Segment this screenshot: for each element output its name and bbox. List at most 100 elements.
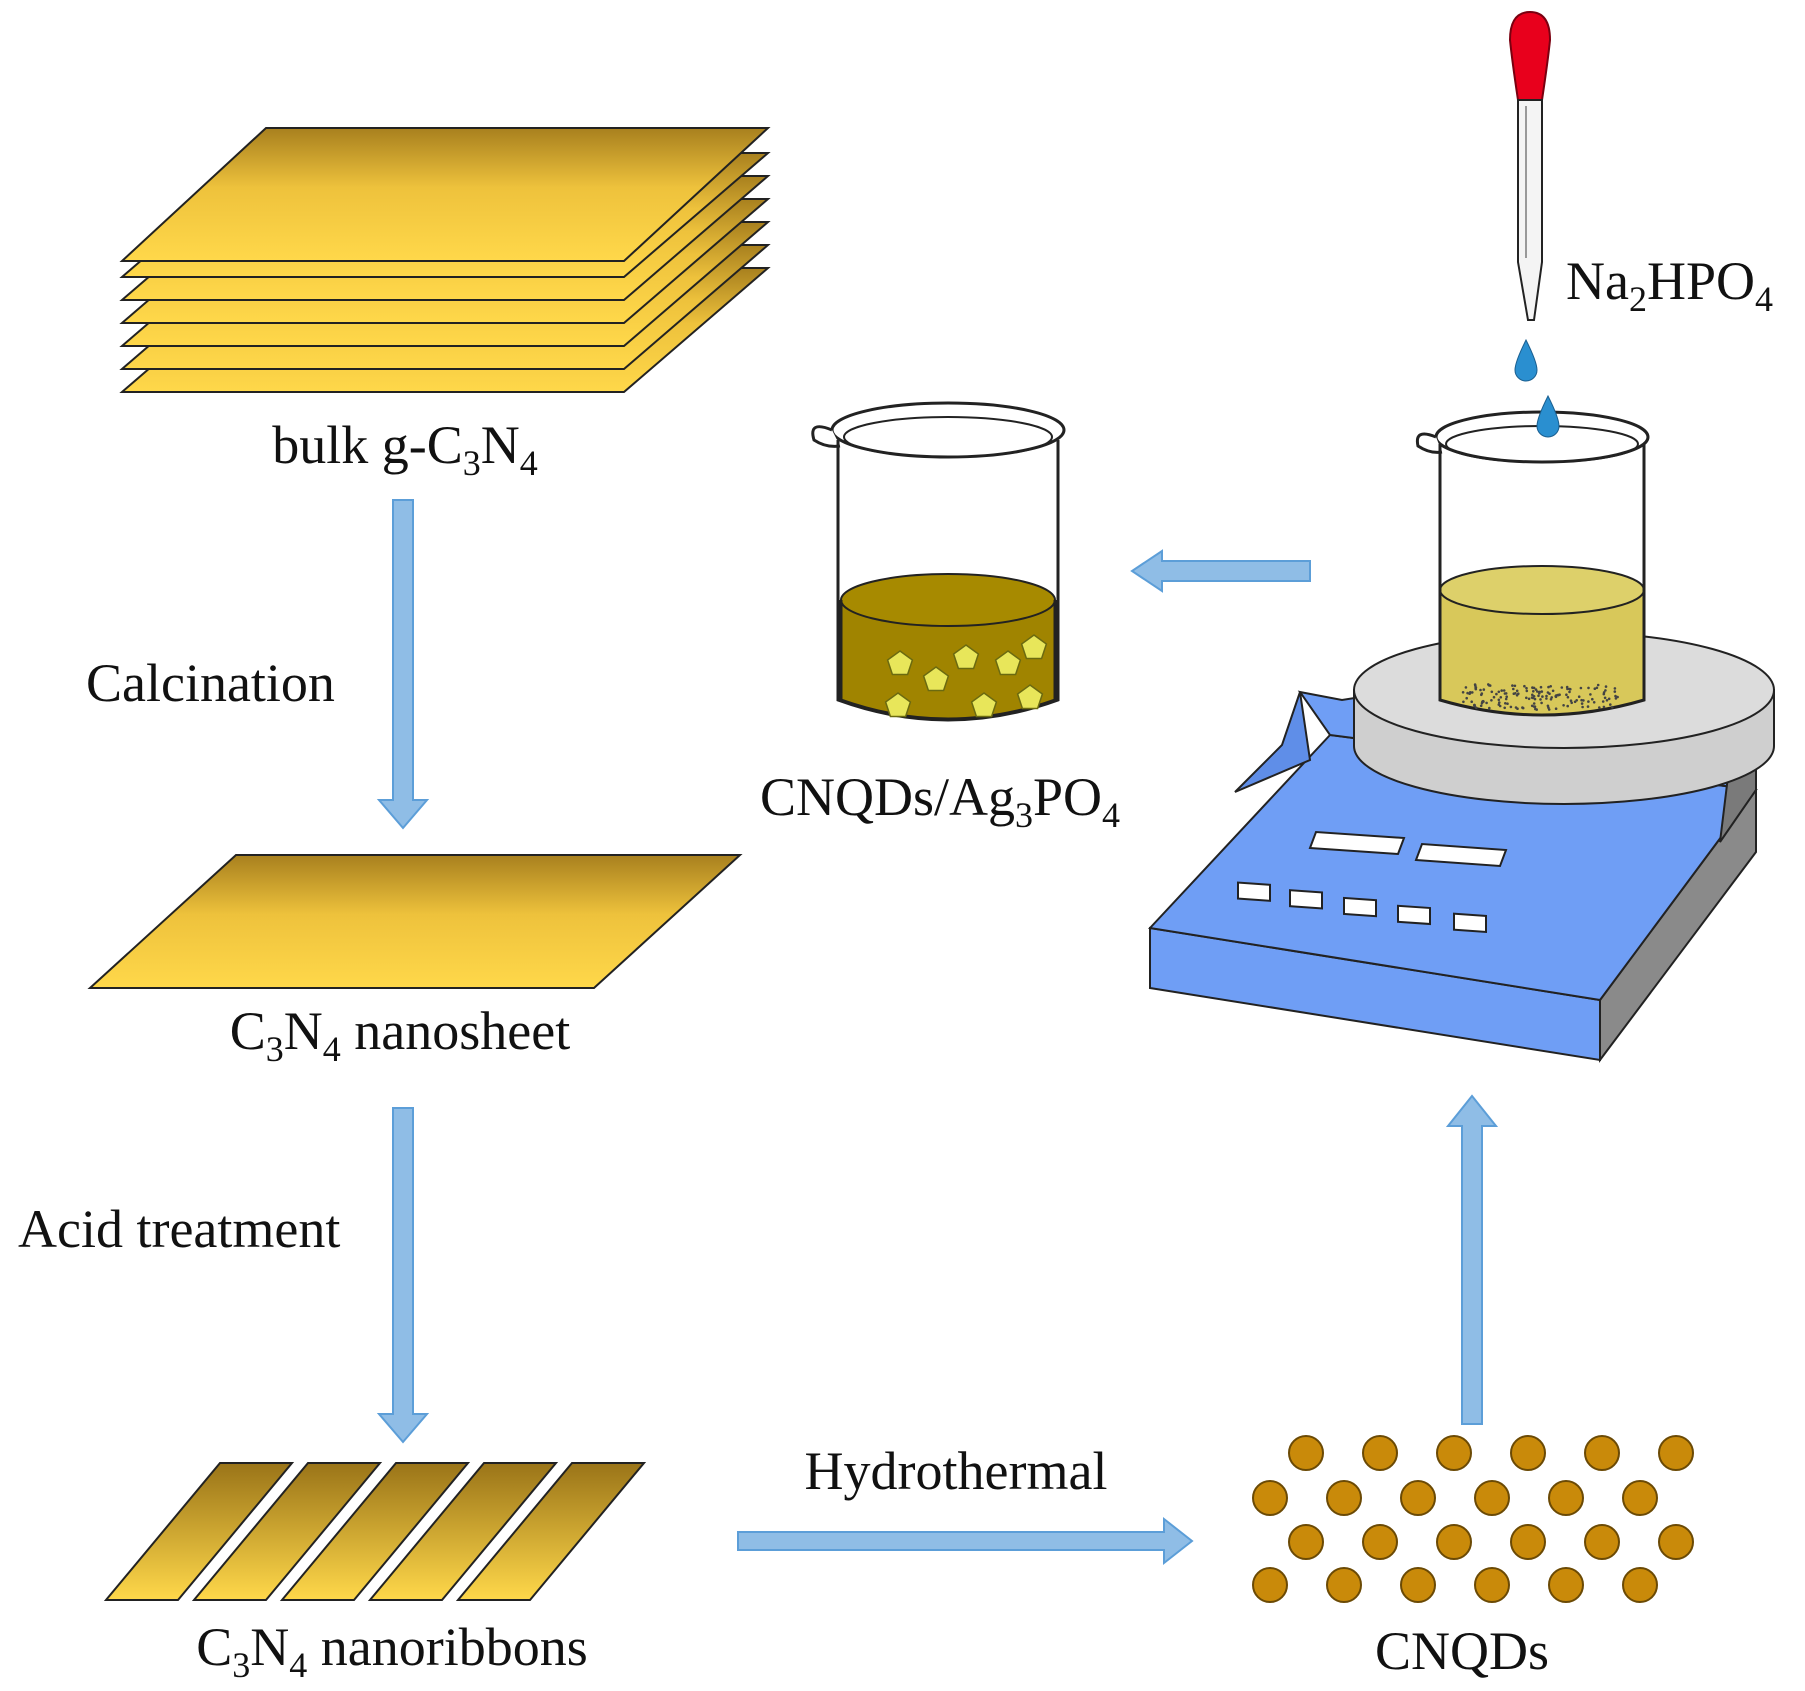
sediment-particle [1592, 701, 1596, 704]
cnqd-dot [1584, 1524, 1620, 1560]
ribbon [279, 1462, 471, 1601]
sediment-particle [1547, 685, 1550, 689]
sediment-particle [1603, 696, 1607, 700]
sediment-particle [1512, 687, 1515, 691]
sediment-particle [1613, 690, 1617, 693]
sediment-particle [1525, 686, 1528, 690]
sediment-particle [1604, 685, 1608, 688]
sediment-particle [1593, 687, 1597, 690]
sediment-particle [1479, 688, 1482, 692]
sediment-particle [1525, 696, 1528, 700]
sediment-particle [1611, 705, 1614, 709]
sediment-particle [1566, 704, 1569, 708]
sediment-particle [1515, 694, 1519, 697]
sediment-particle [1532, 702, 1536, 705]
sediment-particle [1604, 689, 1607, 692]
ag3po4-crystal [922, 666, 950, 692]
stirrer-display-right [1414, 842, 1508, 868]
sediment-particle [1566, 695, 1570, 699]
magnetic-stirrer [1147, 631, 1775, 1063]
stirring-beaker [1415, 410, 1650, 717]
sediment-particle [1474, 686, 1478, 689]
sediment-particle [1497, 690, 1501, 694]
arrow-down-acid [376, 1107, 430, 1444]
sediment-particle [1614, 694, 1617, 698]
stirrer-button[interactable] [1397, 904, 1431, 926]
sediment-particle [1514, 692, 1517, 695]
label-cnqds: CNQDs [1374, 1621, 1550, 1681]
sediment-particle [1470, 700, 1473, 703]
ag3po4-crystal [952, 644, 980, 670]
nanosheet [87, 854, 743, 989]
sediment-particle [1547, 708, 1551, 711]
sediment-particle [1488, 706, 1491, 710]
sediment-particle [1545, 697, 1548, 700]
sediment-particle [1570, 701, 1573, 705]
cnqd-dot [1326, 1480, 1362, 1516]
beaker-wall [1438, 444, 1646, 717]
label-nanosheet: C3N4 nanosheet [229, 1001, 571, 1069]
sediment-particle [1560, 686, 1564, 689]
sediment-particle [1485, 701, 1488, 705]
ag3po4-crystal [1016, 684, 1044, 710]
sediment-particle [1466, 691, 1469, 695]
label-composite: CNQDs/Ag3PO4 [759, 767, 1121, 835]
ag3po4-crystal [884, 692, 912, 718]
sediment-particle [1554, 695, 1558, 699]
sediment-particle [1482, 688, 1486, 691]
sediment-particle [1551, 689, 1555, 693]
sediment-particle [1468, 691, 1472, 694]
sediment-particle [1586, 705, 1590, 708]
sediment-particle [1587, 700, 1590, 703]
sediment-particle [1535, 708, 1538, 711]
ribbon [367, 1462, 559, 1601]
sediment-particle [1504, 692, 1508, 695]
stirrer-button[interactable] [1343, 896, 1377, 918]
cnqd-dot [1474, 1480, 1510, 1516]
sediment-particle [1602, 691, 1606, 694]
sediment-particle [1614, 697, 1618, 700]
beaker-spout [811, 425, 841, 448]
sediment-particle [1598, 706, 1601, 709]
sediment-particle [1575, 699, 1578, 702]
sediment-particle [1502, 689, 1506, 692]
sediment-particle [1473, 703, 1476, 707]
sediment-particle [1532, 690, 1535, 693]
sediment-particle [1462, 700, 1465, 704]
sediment-particle [1497, 703, 1501, 706]
cnqd-dot [1622, 1567, 1658, 1603]
drop [1536, 394, 1560, 438]
sediment-particle [1471, 691, 1474, 694]
cnqd-dot [1288, 1524, 1324, 1560]
dropper-tube [1517, 99, 1543, 321]
cnqd-dot [1326, 1567, 1362, 1603]
stirrer-button[interactable] [1237, 881, 1271, 902]
sediment-particle [1581, 705, 1584, 709]
sediment-particle [1540, 701, 1543, 705]
label-bulk: bulk g-C3N4 [272, 415, 538, 483]
arrow-up [1445, 1094, 1499, 1425]
beaker-liquid-surface [1439, 565, 1645, 615]
sediment-particle [1503, 706, 1506, 710]
cnqd-dot [1658, 1524, 1694, 1560]
sediment-particle [1531, 686, 1534, 690]
stirrer-button[interactable] [1289, 889, 1323, 910]
stirrer-button[interactable] [1453, 912, 1487, 933]
cnqd-dot [1510, 1435, 1546, 1471]
cnqd-dot [1400, 1480, 1436, 1516]
sediment-particle [1538, 692, 1541, 695]
sediment-particle [1580, 698, 1583, 702]
arrow-left [1130, 549, 1311, 593]
step-calcination: Calcination [86, 653, 335, 713]
sediment-particle [1464, 686, 1468, 689]
sediment-particle [1523, 684, 1526, 688]
sediment-particle [1602, 705, 1606, 709]
bulk-gc3n4-stack [119, 127, 771, 393]
ag3po4-crystal [994, 650, 1022, 676]
sediment-particle [1479, 704, 1483, 708]
sediment-particle [1566, 687, 1569, 691]
sediment-particle [1504, 702, 1507, 705]
sediment-particle [1516, 707, 1519, 710]
cnqds-dots [1252, 1435, 1694, 1603]
sediment-particle [1498, 701, 1501, 704]
